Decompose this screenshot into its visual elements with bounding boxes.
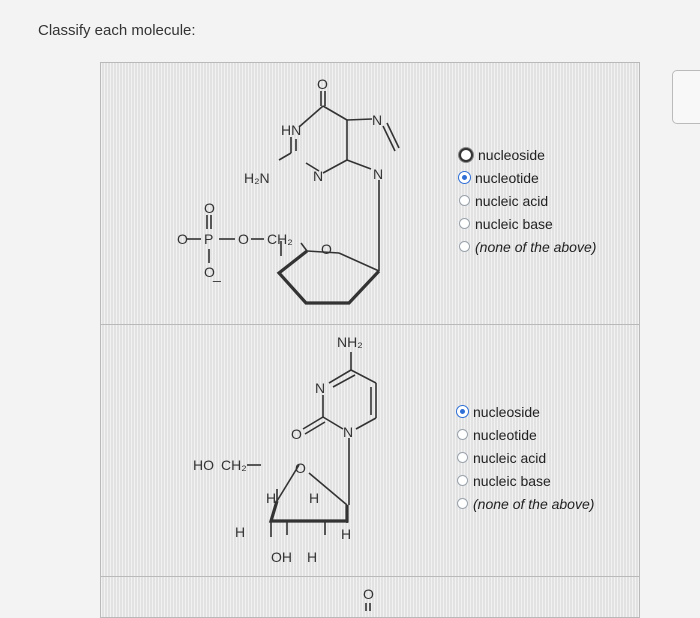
m1-atom-o-top: O [204,200,215,216]
m2-atom-oh: OH [271,549,292,565]
molecule-1-structure: O HN N N N H₂N O P O O _ O CH₂ O [177,76,400,305]
m1-label-none: (none of the above) [475,238,597,255]
molecule-panel-2: NH₂ N O N HO CH₂ O H H H H OH H nucleosi… [100,324,640,578]
m2-radio-nucleoside[interactable] [457,406,468,417]
m2-atom-o-carbonyl: O [291,426,302,442]
molecule-2-options: nucleoside nucleotide nucleic acid nucle… [457,400,594,515]
m1-atom-h2n: H₂N [244,170,270,186]
m2-atom-h1: H [266,490,276,506]
m1-atom-n-mid: N [313,168,323,184]
m2-label-nucleic-base: nucleic base [473,472,551,489]
m2-label-nucleoside: nucleoside [473,403,540,420]
m2-atom-n-glyc: N [343,424,353,440]
m1-atom-o-carbonyl: O [317,76,328,92]
m1-atom-p: P [204,231,213,247]
m2-option-nucleotide[interactable]: nucleotide [457,423,594,446]
m2-option-nucleic-base[interactable]: nucleic base [457,469,594,492]
m1-label-nucleotide: nucleotide [475,169,539,186]
m2-option-nucleic-acid[interactable]: nucleic acid [457,446,594,469]
m1-radio-nucleotide[interactable] [459,172,470,183]
m1-radio-nucleic-acid[interactable] [459,195,470,206]
m1-atom-n-right: N [373,166,383,182]
m2-option-none[interactable]: (none of the above) [457,492,594,515]
molecule-panel-1: O HN N N N H₂N O P O O _ O CH₂ O nucleos… [100,62,640,326]
m1-atom-n-top: N [372,112,382,128]
m1-option-none[interactable]: (none of the above) [459,235,596,258]
m2-atom-h3: H [235,524,245,540]
m2-atom-ho: HO [193,457,214,473]
m2-option-nucleoside[interactable]: nucleoside [457,400,594,423]
m1-label-nucleoside: nucleoside [478,146,545,163]
m2-atom-h5: H [307,549,317,565]
m2-radio-nucleic-base[interactable] [457,475,468,486]
m1-option-nucleic-acid[interactable]: nucleic acid [459,189,596,212]
m1-option-nucleoside[interactable]: nucleoside [459,143,596,166]
m2-label-none: (none of the above) [473,495,595,512]
side-tab[interactable] [672,70,700,124]
m1-option-nucleic-base[interactable]: nucleic base [459,212,596,235]
m2-atom-o-ring: O [295,460,306,476]
question-title: Classify each molecule: [38,22,196,39]
m1-label-nucleic-acid: nucleic acid [475,192,549,209]
m3-atom-o-top: O [363,586,374,602]
m2-atom-h2: H [309,490,319,506]
m1-radio-none[interactable] [459,241,470,252]
m1-radio-nucleoside[interactable] [459,147,473,162]
m2-atom-h4: H [341,526,351,542]
molecule-2-structure: NH₂ N O N HO CH₂ O H H H H OH H [193,334,377,565]
molecule-1-options: nucleoside nucleotide nucleic acid nucle… [459,143,596,258]
m2-radio-nucleic-acid[interactable] [457,452,468,463]
m1-radio-nucleic-base[interactable] [459,218,470,229]
m1-atom-o-link: O [238,231,249,247]
m1-charge-bottom: _ [212,266,221,282]
molecule-panel-3: O [100,576,640,618]
molecule-3-structure: O [363,586,374,611]
m2-radio-nucleotide[interactable] [457,429,468,440]
m1-atom-o-bottom: O [204,264,215,280]
m1-label-nucleic-base: nucleic base [475,215,553,232]
m2-radio-none[interactable] [457,498,468,509]
m1-atom-o-left: O [177,231,188,247]
m2-atom-nh2: NH₂ [337,334,363,350]
m1-atom-ch2: CH₂ [267,231,293,247]
m2-atom-n-ring: N [315,380,325,396]
m2-label-nucleotide: nucleotide [473,426,537,443]
m2-label-nucleic-acid: nucleic acid [473,449,547,466]
m1-atom-hn: HN [281,122,301,138]
m1-atom-o-ring: O [321,241,332,257]
m1-option-nucleotide[interactable]: nucleotide [459,166,596,189]
m2-atom-ch2: CH₂ [221,457,247,473]
